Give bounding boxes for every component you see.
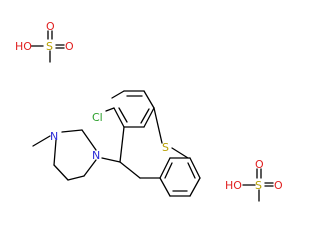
bond-ch-n bbox=[101, 157, 121, 163]
methanesulfonic-acid-1: HO S O O bbox=[15, 20, 74, 63]
bond-s-c bbox=[171, 147, 189, 159]
msa2-hydroxyl-label: HO bbox=[225, 179, 242, 192]
bond-c-s bbox=[153, 107, 163, 144]
molecule-diagram: HO S O O HO S O O Cl bbox=[15, 20, 283, 202]
thiepine-sulfur-label: S bbox=[162, 141, 169, 154]
methanesulfonic-acid-2: HO S O O bbox=[225, 158, 283, 202]
msa1-sulfur-label: S bbox=[46, 40, 53, 53]
ring-bond bbox=[143, 90, 155, 109]
lower-benzene-ring bbox=[159, 157, 201, 197]
msa1-oxygen-right-label: O bbox=[65, 40, 74, 53]
ring-bond bbox=[53, 139, 57, 166]
ring-bond bbox=[159, 177, 171, 197]
ring-bond bbox=[189, 157, 201, 179]
upper-benzene-ring bbox=[111, 90, 155, 128]
ring-bond bbox=[189, 177, 201, 197]
ring-bond bbox=[159, 157, 171, 179]
msa2-oxygen-right-label: O bbox=[274, 179, 283, 192]
piperazine-n4-label: N bbox=[50, 130, 58, 143]
bond-c-ch bbox=[119, 126, 125, 163]
msa1-hydroxyl-label: HO bbox=[15, 40, 32, 53]
bond-n-methyl bbox=[32, 135, 51, 147]
ring-double-bond bbox=[164, 162, 173, 179]
ring-double-bond bbox=[118, 107, 128, 123]
chlorine-label: Cl bbox=[92, 111, 103, 124]
ring-bond bbox=[83, 159, 97, 177]
ring-double-bond bbox=[140, 108, 150, 124]
ring-bond bbox=[113, 107, 125, 128]
msa1-oxygen-top-label: O bbox=[46, 20, 55, 33]
ring-bond bbox=[81, 129, 97, 151]
msa2-oxygen-top-label: O bbox=[255, 158, 264, 171]
piperazine-ring bbox=[53, 129, 97, 181]
ring-bond bbox=[53, 164, 69, 181]
ring-bond bbox=[67, 175, 85, 181]
ring-bond bbox=[143, 107, 155, 128]
ring-bond bbox=[61, 129, 83, 133]
bond-ch-ch2 bbox=[119, 161, 141, 179]
ring-double-bond bbox=[187, 162, 196, 179]
msa2-sulfur-label: S bbox=[255, 179, 262, 192]
ring-bond bbox=[111, 90, 125, 99]
piperazine-n1-label: N bbox=[92, 149, 100, 162]
bond-c-cl bbox=[105, 107, 115, 112]
dibenzothiepine-molecule: Cl S N N bbox=[32, 90, 201, 197]
